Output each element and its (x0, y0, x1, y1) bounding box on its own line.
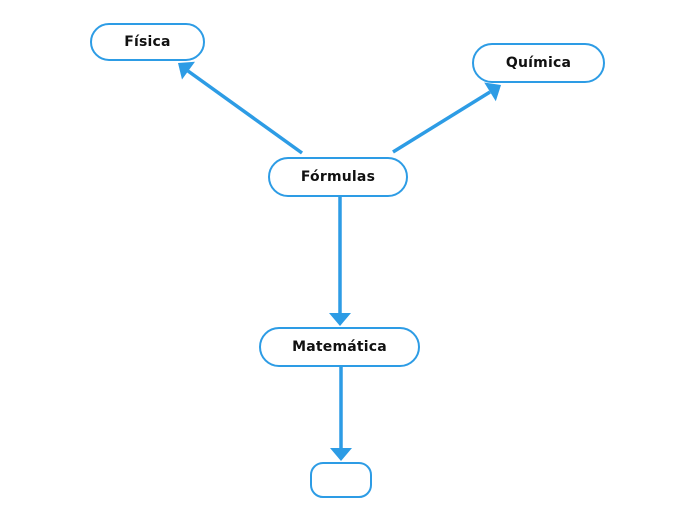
node-formulas[interactable]: Fórmulas (268, 157, 408, 197)
edge-formulas-fisica (178, 61, 304, 155)
edge-formulas-quimica (392, 82, 501, 154)
edge-matematica-newnode (330, 367, 352, 461)
node-formulas-label: Fórmulas (300, 169, 376, 185)
arrowhead-matematica (329, 313, 351, 326)
node-fisica-label: Física (124, 34, 171, 50)
arrowhead-newnode (330, 448, 352, 461)
node-quimica[interactable]: Química (472, 43, 605, 83)
arrowhead-quimica (484, 82, 501, 102)
node-new-empty[interactable] (310, 462, 372, 498)
node-matematica[interactable]: Matemática (259, 327, 420, 367)
node-fisica[interactable]: Física (90, 23, 205, 61)
node-matematica-label: Matemática (292, 339, 387, 355)
node-quimica-label: Química (505, 55, 572, 71)
arrowhead-fisica (178, 61, 195, 80)
edge-formulas-matematica (329, 197, 351, 326)
